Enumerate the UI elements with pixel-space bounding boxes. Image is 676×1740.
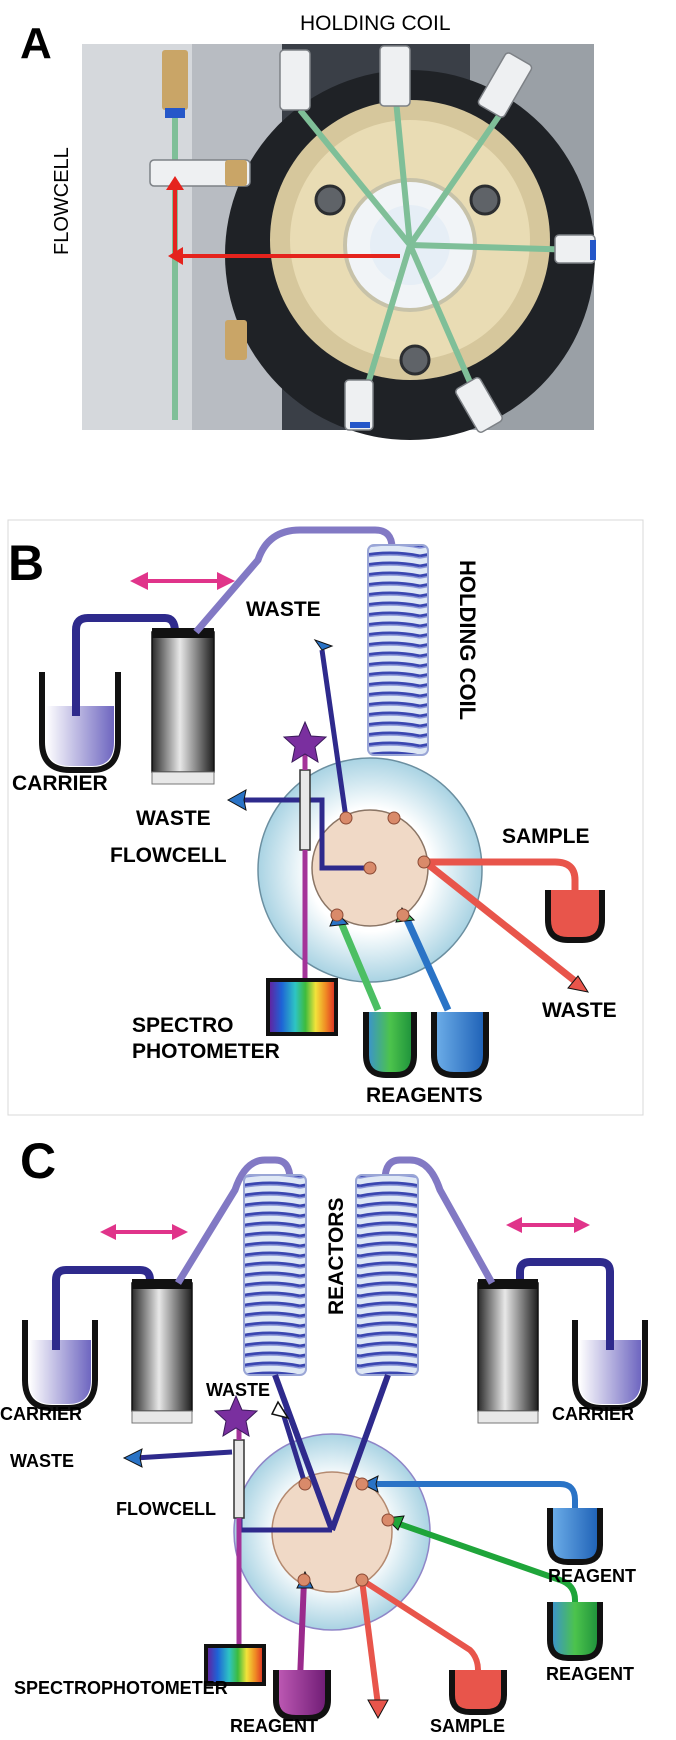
reagent-blue-line-b bbox=[401, 913, 452, 1012]
reagent-vessel-green-c bbox=[547, 1602, 603, 1661]
panel-b: B HOLDING COIL bbox=[7, 519, 644, 1116]
double-arrow-c-left bbox=[100, 1224, 188, 1240]
reactor-left-to-valve bbox=[272, 1373, 335, 1532]
flowcell-b bbox=[299, 769, 311, 851]
spectro-label-b: SPECTRO bbox=[132, 1014, 234, 1037]
flowcell-label-c: FLOWCELL bbox=[116, 1499, 216, 1519]
carrier-line-c-right bbox=[516, 1258, 614, 1350]
panel-c: C bbox=[0, 1133, 648, 1736]
sample-line-c bbox=[360, 1577, 481, 1680]
sample-vessel-c bbox=[449, 1670, 507, 1715]
reactor-line-c-right bbox=[381, 1156, 496, 1285]
sample-waste-line-c bbox=[359, 1579, 381, 1706]
sample-label-b: SAMPLE bbox=[502, 825, 590, 848]
panel-b-letter: B bbox=[8, 535, 44, 591]
reagent-purple-line-c bbox=[297, 1579, 307, 1681]
photometer-label-b: PHOTOMETER bbox=[132, 1040, 280, 1063]
reagent-vessel-blue-c bbox=[547, 1508, 603, 1565]
flowcell-label-b: FLOWCELL bbox=[110, 844, 227, 867]
sample-label-c: SAMPLE bbox=[430, 1716, 505, 1736]
holding-coil-label: HOLDING COIL bbox=[300, 12, 451, 35]
valve-ports-c bbox=[297, 1477, 395, 1587]
sample-line-b bbox=[425, 858, 579, 900]
flowcell-label-vertical: FLOWCELL bbox=[51, 147, 73, 255]
holding-coil-b bbox=[367, 544, 429, 756]
syringe-pump-c-right bbox=[477, 1279, 539, 1424]
waste-label-left-b: WASTE bbox=[136, 807, 211, 830]
carrier-label-c-left: CARRIER bbox=[0, 1404, 82, 1424]
reagent-vessel-blue-b bbox=[431, 1012, 489, 1078]
reagent-green-line-c bbox=[387, 1517, 578, 1610]
carrier-vessel-c-right bbox=[572, 1320, 648, 1411]
waste-label-top-b: WASTE bbox=[246, 598, 321, 621]
reactor-coil-c-right bbox=[355, 1174, 419, 1376]
reactor-right-to-valve bbox=[329, 1373, 391, 1532]
reactors-label-c: REACTORS bbox=[325, 1198, 348, 1315]
waste-line-left-c bbox=[134, 1449, 233, 1461]
carrier-label-b: CARRIER bbox=[12, 772, 108, 795]
panel-c-letter: C bbox=[20, 1133, 56, 1189]
spectrophotometer-c bbox=[204, 1644, 266, 1686]
reactor-coil-c-left bbox=[243, 1174, 307, 1376]
light-source-star-icon bbox=[282, 720, 328, 764]
waste-label-left-c: WASTE bbox=[10, 1451, 74, 1471]
syringe-pump-c-left bbox=[131, 1279, 193, 1424]
panel-a-letter: A bbox=[20, 19, 52, 68]
double-arrow-b bbox=[130, 572, 235, 590]
carrier-line-b bbox=[72, 614, 179, 716]
carrier-vessel-b bbox=[39, 672, 121, 773]
reagent-label-c-right2: REAGENT bbox=[546, 1664, 634, 1684]
waste-label-top-c: WASTE bbox=[206, 1380, 270, 1400]
light-source-star-icon-c bbox=[213, 1394, 259, 1438]
valve-photo bbox=[82, 44, 596, 440]
waste-line-top-c bbox=[279, 1409, 308, 1485]
reagent-blue-line-c bbox=[362, 1481, 578, 1515]
holding-coil-line-b bbox=[193, 526, 396, 635]
flowcell-line-b bbox=[305, 797, 370, 871]
reagent-label-c-bottom: REAGENT bbox=[230, 1716, 318, 1736]
carrier-line-c-left bbox=[52, 1266, 154, 1350]
carrier-label-c-right: CARRIER bbox=[552, 1404, 634, 1424]
sample-vessel-b bbox=[545, 890, 605, 943]
spectrophotometer-b bbox=[266, 978, 338, 1036]
flowcell-c bbox=[233, 1439, 245, 1519]
syringe-pump-b bbox=[151, 628, 215, 785]
reactor-line-c-left bbox=[175, 1156, 294, 1285]
reagents-label-b: REAGENTS bbox=[366, 1084, 483, 1107]
double-arrow-c-right bbox=[506, 1217, 590, 1233]
reagent-vessel-green-b bbox=[363, 1012, 417, 1078]
valve-ports-b bbox=[330, 811, 431, 922]
holding-coil-label-b: HOLDING COIL bbox=[455, 560, 480, 720]
carrier-vessel-c-left bbox=[22, 1320, 98, 1411]
waste-label-right-b: WASTE bbox=[542, 999, 617, 1022]
reagent-vessel-purple-c bbox=[273, 1670, 331, 1721]
reagent-label-c-right1: REAGENT bbox=[548, 1566, 636, 1586]
spectrophotometer-label-c: SPECTROPHOTOMETER bbox=[14, 1678, 228, 1698]
waste-line-top-b bbox=[319, 649, 349, 819]
panel-a: A HOLDING COIL FLOWCELL bbox=[20, 12, 596, 440]
sample-waste-line-b bbox=[422, 859, 583, 988]
reagent-green-line-b bbox=[336, 918, 382, 1012]
